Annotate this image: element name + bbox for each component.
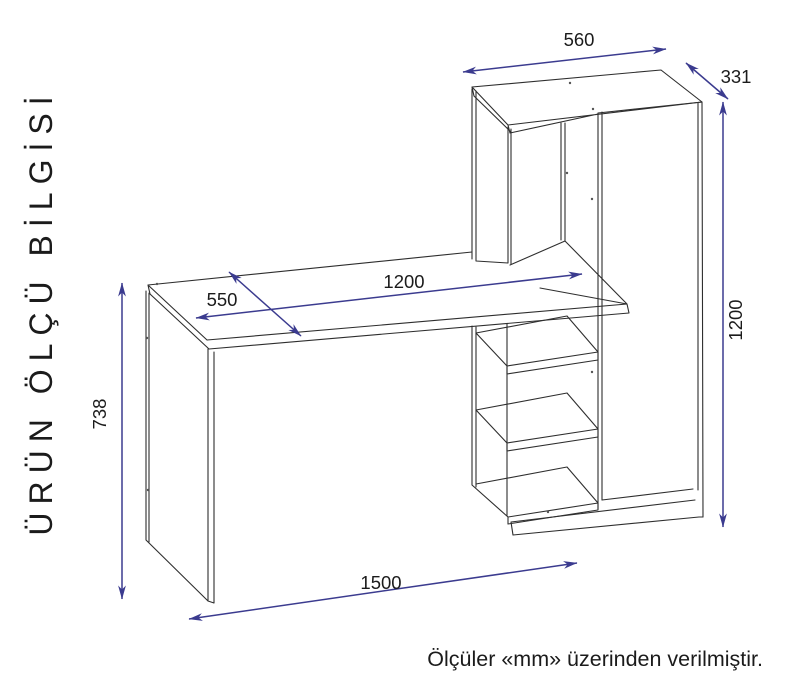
- dim-arrow-desk-top-depth: [228, 271, 302, 337]
- label-shelf-top-depth: 331: [721, 66, 752, 87]
- desk-left-panel: [145, 290, 215, 604]
- dimension-labels: 560 331 1200 1200 550 738 1500: [89, 29, 751, 593]
- dim-arrow-overall-length: [188, 561, 578, 621]
- lower-compartment-sides: [471, 323, 509, 518]
- connector-dots: [145, 81, 595, 514]
- label-desk-height: 738: [89, 399, 110, 430]
- shelf-unit-base: [510, 499, 704, 536]
- units-footnote: Ölçüler «mm» üzerinden verilmiştir.: [427, 647, 763, 671]
- dim-arrow-shelf-top-depth: [685, 62, 729, 100]
- label-shelf-top-width: 560: [564, 29, 595, 50]
- label-shelf-unit-height: 1200: [725, 299, 746, 340]
- label-desk-top-depth: 550: [207, 289, 238, 310]
- shelf-1: [475, 315, 599, 375]
- shelf-2: [475, 392, 599, 452]
- furniture-outline: [145, 69, 704, 604]
- label-desk-top-length: 1200: [383, 271, 424, 292]
- bottom-board: [475, 466, 599, 525]
- shelf-unit-door: [597, 101, 704, 518]
- shelf-unit-divider: [560, 122, 566, 242]
- dim-arrow-shelf-top-width: [462, 46, 667, 75]
- dimension-lines: [118, 46, 729, 621]
- shelf-unit-left-panel: [471, 88, 512, 265]
- vertical-title: ÜRÜN ÖLÇÜ BİLGİSİ: [23, 88, 59, 535]
- label-overall-length: 1500: [360, 572, 401, 593]
- desk-top: [147, 240, 630, 350]
- shelf-unit-top: [471, 69, 703, 134]
